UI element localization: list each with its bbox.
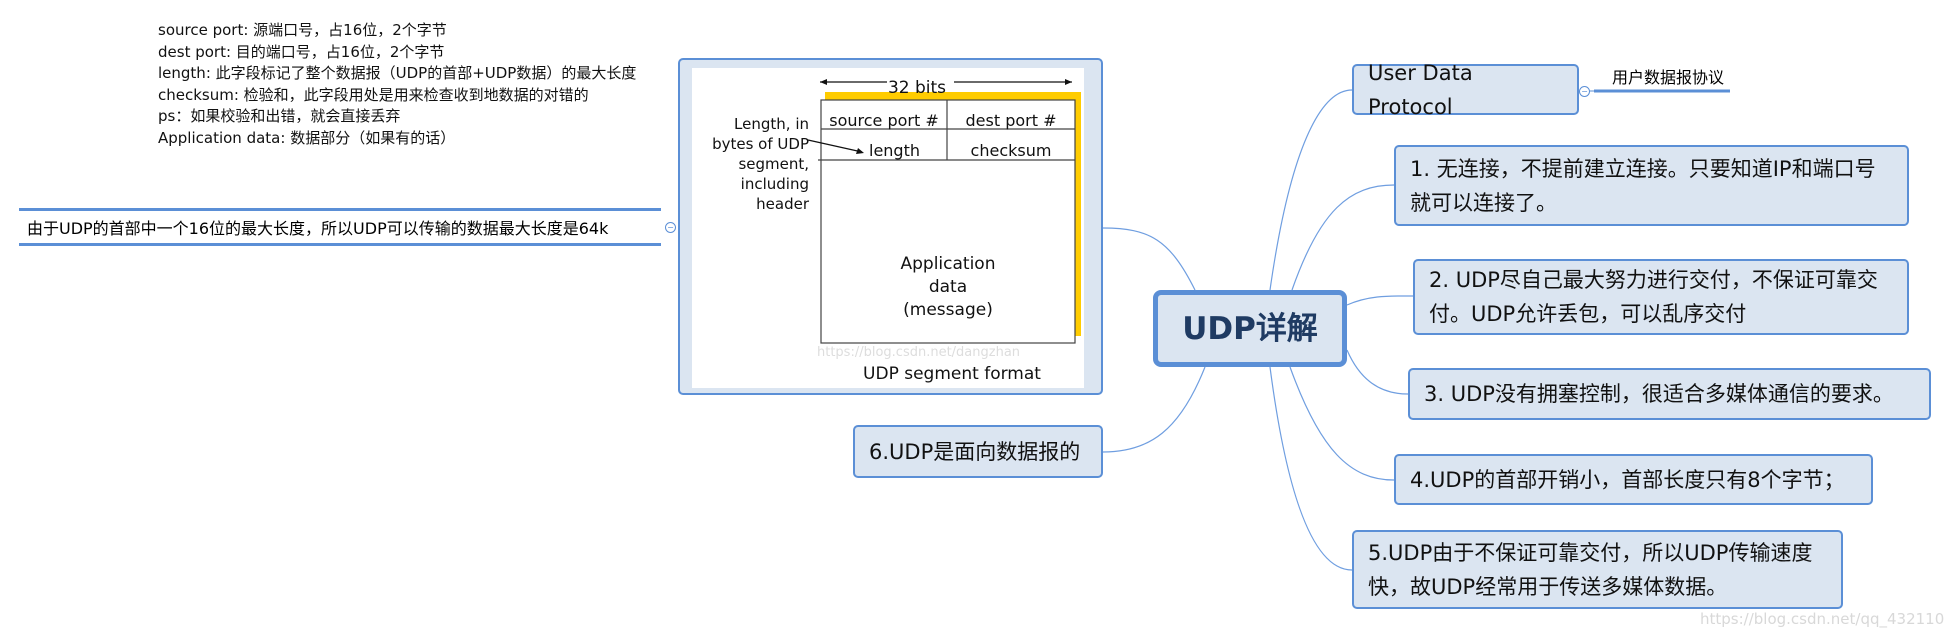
- length-field: length: [869, 141, 920, 160]
- udp-segment-image: 32 bits source port # dest port # length…: [692, 68, 1084, 388]
- collapse-icon[interactable]: −: [665, 222, 676, 233]
- note-line: dest port: 目的端口号，占16位，2个字节: [158, 42, 445, 61]
- topic-text: 3. UDP没有拥塞控制，很适合多媒体通信的要求。: [1424, 382, 1894, 406]
- diagram-lines: [807, 79, 1081, 344]
- note-text: including: [740, 175, 809, 193]
- topic-connectionless[interactable]: 1. 无连接，不提前建立连接。只要知道IP和端口号就可以连接了。: [1394, 145, 1909, 226]
- collapse-icon[interactable]: −: [1579, 86, 1590, 97]
- application-data-field: Application data (message): [821, 253, 1075, 322]
- topic-datagram-oriented[interactable]: 6.UDP是面向数据报的: [853, 425, 1103, 478]
- note-text: header: [756, 195, 809, 213]
- topic-user-data-protocol[interactable]: User Data Protocol: [1352, 61, 1579, 119]
- diagram-caption: UDP segment format: [863, 364, 1041, 384]
- topic-text: 由于UDP的首部中一个16位的最大长度，所以UDP可以传输的数据最大长度是64k: [27, 219, 609, 238]
- app-data-text: data: [928, 277, 968, 297]
- topic-max-length[interactable]: 由于UDP的首部中一个16位的最大长度，所以UDP可以传输的数据最大长度是64k: [19, 208, 661, 246]
- central-topic[interactable]: UDP详解: [1153, 290, 1347, 367]
- note-text: segment,: [738, 155, 809, 173]
- note-line: source port: 源端口号，占16位，2个字节: [158, 21, 447, 39]
- udp-label[interactable]: 用户数据报协议: [1612, 68, 1725, 87]
- topic-udp-diagram[interactable]: 32 bits source port # dest port # length…: [678, 58, 1103, 395]
- page-watermark: https://blog.csdn.net/qq_43211060: [1700, 610, 1945, 628]
- topic-best-effort[interactable]: 2. UDP尽自己最大努力进行交付，不保证可靠交付。UDP允许丢包，可以乱序交付: [1413, 259, 1909, 335]
- topic-small-header[interactable]: 4.UDP的首部开销小，首部长度只有8个字节；: [1394, 454, 1873, 505]
- image-watermark: https://blog.csdn.net/dangzhan: [817, 345, 1021, 360]
- note-text: Length, in: [734, 115, 809, 133]
- topic-text: 5.UDP由于不保证可靠交付，所以UDP传输速度快，故UDP经常用于传送多媒体数…: [1368, 540, 1813, 599]
- app-data-text: Application: [900, 254, 996, 274]
- topic-text: 6.UDP是面向数据报的: [869, 439, 1081, 464]
- note-text: bytes of UDP: [712, 135, 809, 153]
- central-topic-text: UDP详解: [1182, 310, 1318, 347]
- topic-text: 4.UDP的首部开销小，首部长度只有8个字节；: [1410, 467, 1845, 492]
- source-port-field: source port #: [829, 111, 939, 130]
- dest-port-field: dest port #: [965, 111, 1057, 130]
- note-line: ps：如果校验和出错，就会直接丢弃: [158, 107, 401, 125]
- field-notes: source port: 源端口号，占16位，2个字节 dest port: 目…: [158, 20, 678, 149]
- checksum-field: checksum: [970, 141, 1052, 160]
- topic-text: 1. 无连接，不提前建立连接。只要知道IP和端口号就可以连接了。: [1410, 156, 1876, 215]
- width-label: 32 bits: [887, 78, 947, 98]
- note-line: Application data: 数据部分（如果有的话）: [158, 128, 456, 147]
- note-line: checksum: 检验和，此字段用处是用来检查收到地数据的对错的: [158, 85, 589, 104]
- topic-no-congestion-control[interactable]: 3. UDP没有拥塞控制，很适合多媒体通信的要求。: [1408, 368, 1931, 420]
- note-line: length: 此字段标记了整个数据报（UDP的首部+UDP数据）的最大长度: [158, 64, 637, 82]
- length-note: Length, in bytes of UDP segment, includi…: [692, 114, 809, 214]
- topic-fast-transfer[interactable]: 5.UDP由于不保证可靠交付，所以UDP传输速度快，故UDP经常用于传送多媒体数…: [1352, 530, 1843, 609]
- topic-text: 2. UDP尽自己最大努力进行交付，不保证可靠交付。UDP允许丢包，可以乱序交付: [1429, 268, 1878, 326]
- topic-text: User Data Protocol: [1368, 60, 1473, 119]
- app-data-text: (message): [903, 300, 993, 320]
